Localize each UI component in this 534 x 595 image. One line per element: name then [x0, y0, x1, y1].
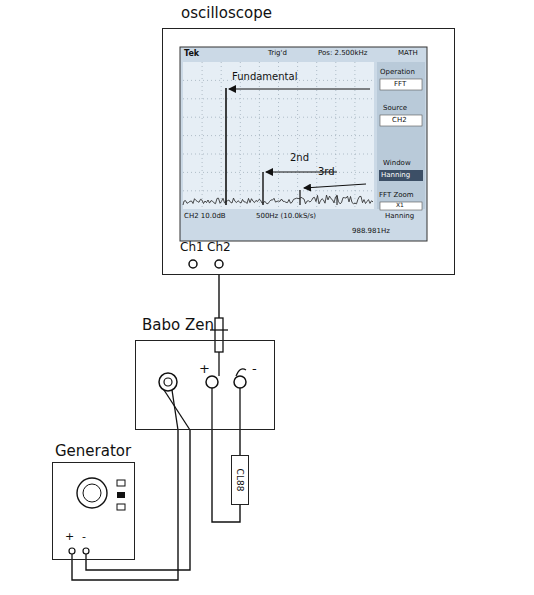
grid-line	[183, 154, 374, 155]
menu-box-selected	[379, 170, 423, 181]
menu-item: Window	[383, 159, 411, 167]
readout-text: Hanning	[385, 212, 414, 220]
dial	[83, 484, 101, 502]
grid-line	[183, 190, 374, 191]
wire	[239, 430, 240, 455]
dial	[77, 478, 107, 508]
menu-value: Hanning	[381, 171, 410, 179]
scale-readout: CH2 10.0dB	[184, 212, 226, 220]
generator-box: Generator	[52, 462, 135, 560]
bnc-connector	[159, 373, 177, 391]
bnc-connector	[164, 378, 172, 386]
channel-label: Ch1	[180, 241, 204, 255]
button	[117, 480, 125, 486]
annotation-label: 3rd	[318, 166, 335, 178]
fundamental-peak	[225, 88, 227, 205]
babo-zen-box: Babo Zen	[135, 340, 275, 430]
menu-panel	[377, 62, 425, 209]
polarity-label: +	[65, 531, 74, 544]
grid-line	[202, 62, 203, 209]
grid-line	[183, 135, 374, 136]
menu-item: FFT Zoom	[379, 191, 414, 199]
ground-clip	[236, 369, 246, 376]
box-heading: Babo Zen	[142, 317, 214, 334]
probe	[215, 318, 223, 352]
menu-value: FFT	[394, 80, 406, 88]
menu-value: CH2	[392, 116, 407, 124]
menu-item: Operation	[380, 68, 415, 76]
grid-line	[183, 172, 374, 173]
grid-line	[183, 98, 374, 99]
button	[117, 492, 125, 498]
input-jack	[189, 260, 197, 268]
internal-wire	[239, 388, 240, 430]
oscilloscope-box: oscilloscope	[162, 28, 455, 275]
polarity-label: +	[199, 362, 210, 377]
polarity-label: -	[82, 531, 86, 544]
menu-box	[380, 202, 422, 210]
button	[117, 504, 125, 510]
menu-title: MATH	[398, 49, 418, 57]
annotation-arrow	[304, 184, 366, 188]
fft-trace	[183, 195, 373, 205]
internal-wire	[211, 388, 212, 430]
brand-text: Tek	[184, 49, 199, 58]
scale-readout: 500Hz (10.0kS/s)	[256, 212, 316, 220]
grid-line	[297, 62, 298, 209]
input-jack	[215, 260, 223, 268]
menu-box	[380, 115, 422, 126]
box-heading: Generator	[55, 443, 131, 460]
plot-area	[183, 62, 374, 209]
frequency-readout: 988.981Hz	[352, 227, 390, 235]
status-text: Trig'd	[268, 49, 287, 57]
annotation-label: 2nd	[290, 152, 309, 164]
small-peak	[337, 195, 338, 205]
polarity-label: -	[252, 362, 257, 377]
terminal	[83, 548, 89, 554]
scope-screen	[180, 47, 427, 241]
terminal	[206, 376, 218, 388]
component-box: CL88	[231, 455, 249, 505]
probe-tip	[218, 352, 219, 376]
readout-text: Pos: 2.500kHz	[318, 49, 368, 57]
menu-item: Source	[383, 104, 407, 112]
menu-box	[380, 79, 422, 90]
component-label: CL88	[235, 469, 245, 492]
grid-line	[221, 62, 222, 209]
terminal	[69, 548, 75, 554]
third-peak	[299, 190, 300, 205]
grid-line	[278, 62, 279, 209]
second-peak	[262, 172, 263, 205]
terminal	[234, 376, 246, 388]
internal-wire	[164, 390, 190, 430]
grid-line	[183, 117, 374, 118]
annotation-label: Fundamental	[232, 71, 297, 83]
menu-value: X1	[396, 202, 404, 209]
box-heading: oscilloscope	[181, 5, 272, 22]
channel-label: Ch2	[207, 241, 231, 255]
graticule	[183, 62, 374, 209]
annotation-arrow	[229, 89, 370, 90]
